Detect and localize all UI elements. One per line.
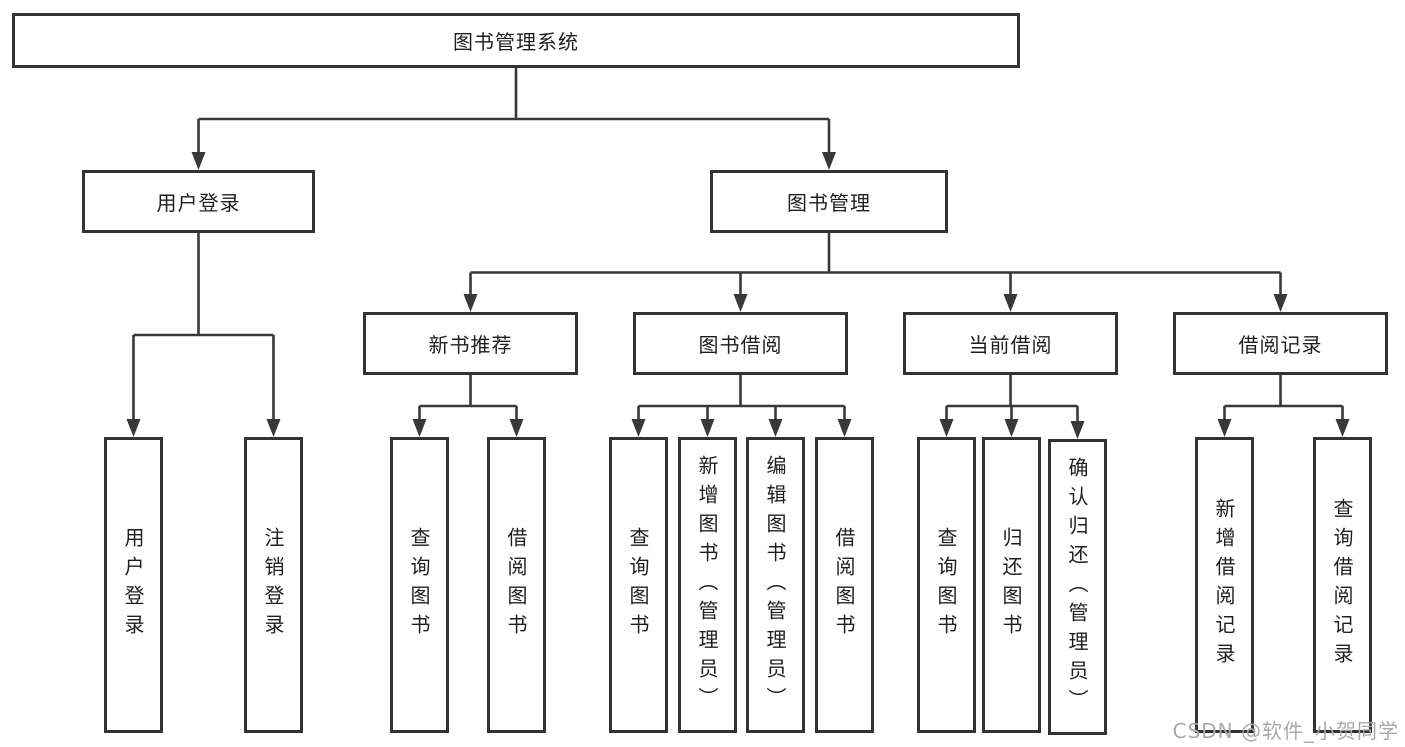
leaf-add-books-admin: 新增图书（管理员） (678, 437, 737, 733)
node-label: 查询图书 (934, 527, 958, 643)
leaf-query-books: 查询图书 (390, 437, 449, 733)
leaf-borrow-books: 借阅图书 (487, 437, 546, 733)
leaf-user-login: 用户登录 (104, 437, 163, 733)
leaf-add-borrow-record: 新增借阅记录 (1195, 437, 1254, 733)
node-label: 注销登录 (261, 527, 285, 643)
node-label: 图书管理系统 (453, 30, 579, 54)
node-label: 借阅记录 (1238, 333, 1323, 357)
node-label: 借阅图书 (504, 527, 528, 643)
node-label: 用户登录 (121, 527, 145, 643)
node-library-management-system: 图书管理系统 (12, 13, 1020, 68)
node-book-borrowing: 图书借阅 (633, 312, 848, 375)
node-label: 新增借阅记录 (1212, 498, 1236, 672)
node-label: 图书管理 (787, 191, 871, 215)
node-label: 用户登录 (156, 191, 241, 215)
leaf-edit-books-admin: 编辑图书（管理员） (746, 437, 805, 733)
node-label: 查询借阅记录 (1330, 498, 1354, 672)
node-borrowing-records: 借阅记录 (1173, 312, 1388, 375)
leaf-confirm-return-admin: 确认归还（管理员） (1048, 439, 1107, 735)
node-label: 借阅图书 (832, 527, 856, 643)
node-label: 当前借阅 (968, 333, 1053, 357)
node-book-management: 图书管理 (710, 170, 948, 233)
leaf-borrow-books: 借阅图书 (815, 437, 874, 733)
node-current-borrowing: 当前借阅 (903, 312, 1118, 375)
node-label: 图书借阅 (698, 333, 783, 357)
csdn-watermark: CSDN @软件_小贺同学 (1172, 719, 1399, 743)
leaf-query-borrow-record: 查询借阅记录 (1313, 437, 1372, 733)
node-new-book-recommendation: 新书推荐 (363, 312, 578, 375)
node-label: 编辑图书（管理员） (763, 454, 787, 716)
node-label: 查询图书 (626, 527, 650, 643)
node-label: 归还图书 (999, 527, 1023, 643)
node-label: 确认归还（管理员） (1065, 456, 1089, 718)
node-label: 新书推荐 (428, 333, 513, 357)
node-label: 查询图书 (407, 527, 431, 643)
leaf-query-books: 查询图书 (917, 437, 976, 733)
leaf-logout: 注销登录 (244, 437, 303, 733)
node-user-login: 用户登录 (82, 170, 315, 233)
leaf-return-books: 归还图书 (982, 437, 1041, 733)
node-label: 新增图书（管理员） (695, 454, 719, 716)
leaf-query-books: 查询图书 (609, 437, 668, 733)
